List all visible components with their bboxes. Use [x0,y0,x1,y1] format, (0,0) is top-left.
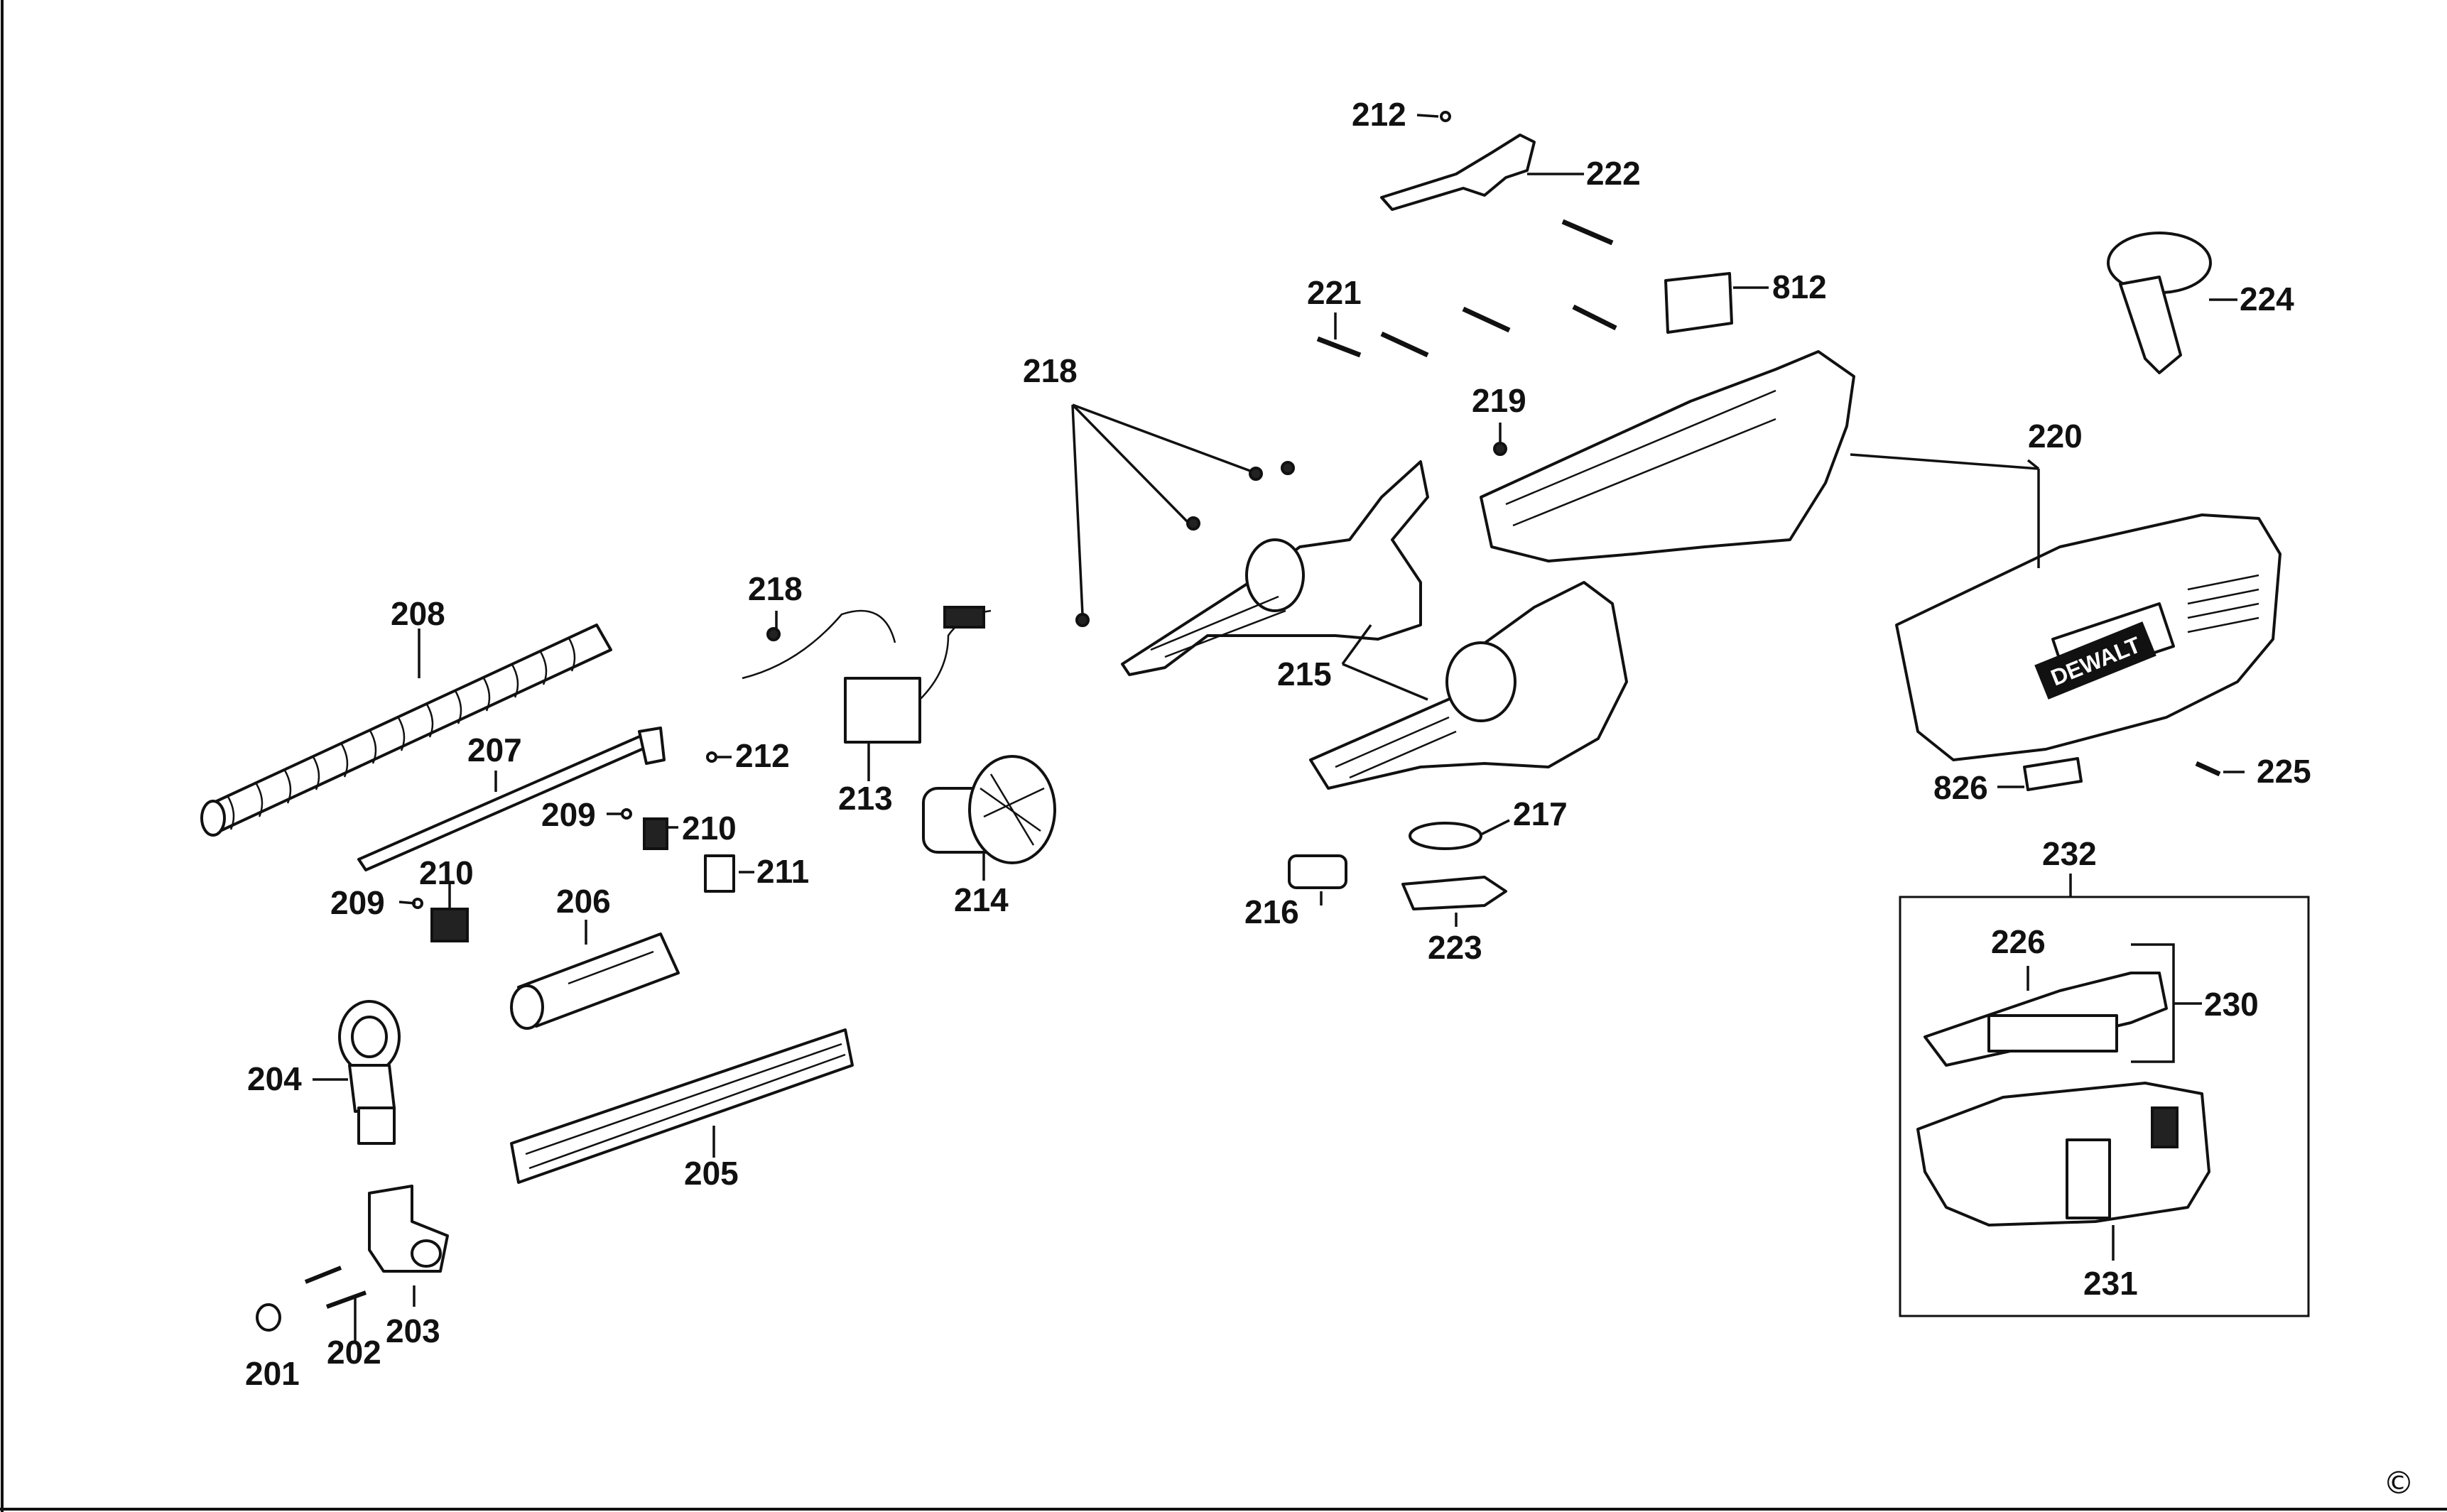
part-207-rail [357,727,666,871]
label-209-lower: 209 [330,884,385,921]
label-218-top: 218 [1023,352,1078,389]
label-212-top: 212 [1352,96,1406,133]
label-205: 205 [684,1155,739,1192]
label-216: 216 [1244,893,1299,930]
label-222: 222 [1586,155,1641,192]
part-204-elbow [338,1000,401,1145]
label-812: 812 [1772,268,1827,305]
label-224: 224 [2240,281,2294,317]
label-214: 214 [954,881,1009,918]
label-217: 217 [1513,795,1568,832]
label-220: 220 [2028,418,2083,455]
label-218-left: 218 [748,570,803,607]
leader-lines [313,114,2245,1342]
part-221-pins [1316,219,1617,358]
label-211: 211 [756,853,809,890]
label-215: 215 [1277,656,1332,692]
part-220-cover [1895,513,2281,761]
label-230: 230 [2204,986,2259,1023]
part-219-screw [1493,442,1507,456]
part-203-nozzle [368,1185,449,1273]
label-219: 219 [1472,382,1526,419]
part-222-bracket [1380,134,1536,211]
part-216-gasket [1288,854,1347,889]
label-213: 213 [838,780,893,817]
copyright-mark: © [2383,1465,2414,1501]
part-225-screw [2195,761,2221,777]
kit-232-frame [1899,896,2310,1317]
part-223-gasket [1401,876,1507,910]
part-212-ball-top [1440,111,1451,122]
label-201: 201 [245,1355,300,1392]
label-826: 826 [1933,769,1988,806]
label-221: 221 [1307,274,1362,311]
part-224-collar [2107,232,2212,374]
label-210-upper: 210 [682,810,737,847]
label-203: 203 [386,1312,440,1349]
part-210-clip-lower [430,908,469,942]
part-labels: 208 207 210 209 209 210 211 212 206 205 … [245,96,2311,1392]
part-826-label [2023,757,2083,791]
part-206-cylinder [510,932,680,1030]
part-202-screws [304,1266,367,1309]
part-205-channel [510,1028,854,1184]
label-226: 226 [1991,923,2046,960]
part-212-ball-mid [706,751,717,763]
part-210-clip-upper [643,817,668,850]
part-217-gasket [1409,822,1482,850]
label-206: 206 [556,883,611,920]
label-232: 232 [2042,835,2097,872]
label-207: 207 [467,731,522,768]
label-223: 223 [1428,929,1482,966]
label-208: 208 [391,595,445,632]
label-210-lower: 210 [419,854,474,891]
label-202: 202 [327,1334,381,1371]
label-225: 225 [2257,753,2311,790]
part-231-box [1916,1082,2210,1227]
part-215-housing-upper [1121,460,1429,676]
part-215-housing-lower [1309,581,1628,790]
part-208-hose [200,624,612,837]
part-226-top [1924,972,2168,1067]
label-204: 204 [247,1060,302,1097]
part-211-clip [704,854,735,893]
label-231: 231 [2083,1265,2138,1302]
part-209-ball-upper [621,808,632,820]
part-214-motor [922,755,1056,864]
label-209-upper: 209 [541,796,596,833]
part-213-switch [742,606,992,744]
label-212-mid: 212 [735,737,790,774]
part-812-label [1664,272,1733,334]
part-201-cap [256,1303,281,1332]
part-220-housing [1480,350,1855,562]
